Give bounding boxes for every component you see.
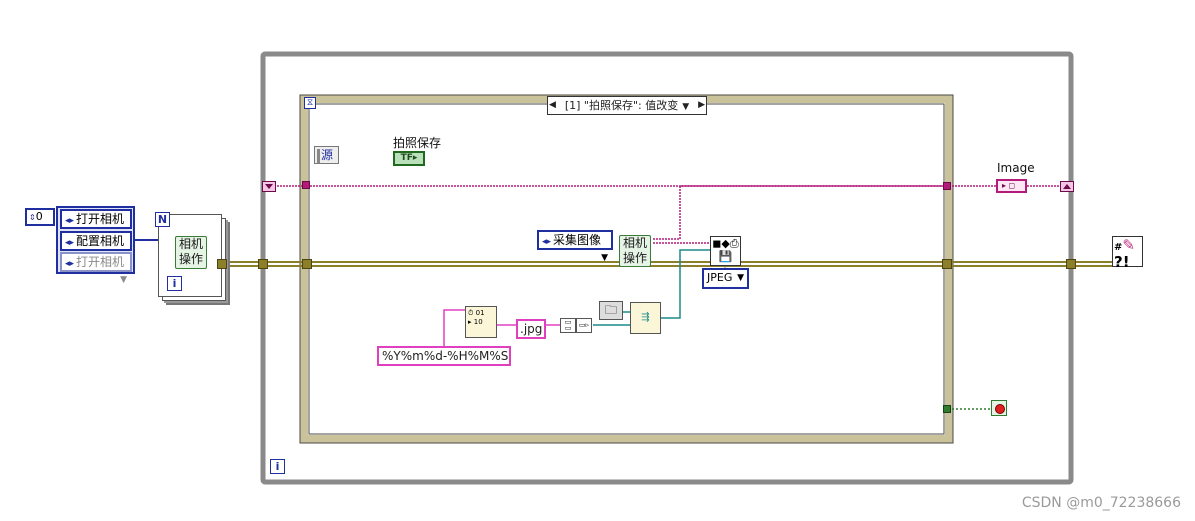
camera-operation-subvi-1[interactable]: 相机 操作 — [175, 236, 207, 269]
string-to-path-node[interactable]: ▭▹ — [576, 318, 592, 333]
default-directory-constant[interactable]: 🗀 — [599, 301, 623, 320]
eraser-icon: ✎ — [1122, 236, 1135, 254]
enum-item-configure-camera[interactable]: ◂▸配置相机▼ — [60, 231, 132, 264]
image-to-file-icon: ◼◆⎙ — [712, 237, 739, 250]
boolean-control-terminal[interactable]: TF▸ — [393, 151, 425, 166]
watermark: CSDN @m0_72238666 — [1021, 495, 1181, 511]
cluster-tunnel-while-out — [1066, 259, 1076, 269]
event-data-node: 源 — [314, 146, 339, 164]
floppy-disk-icon: 💾 — [718, 250, 733, 263]
cluster-tunnel-for-out — [217, 259, 227, 269]
boolean-tunnel-event-out — [943, 405, 951, 413]
capture-image-enum[interactable]: ◂▸采集图像▼ — [537, 230, 613, 263]
camera-operation-subvi-2[interactable]: 相机 操作 — [619, 235, 651, 267]
format-datetime-node[interactable]: ⏱ 01▸ 10 — [465, 306, 497, 338]
clock-icon: ⏱ 01▸ 10 — [468, 309, 485, 326]
event-case-selector[interactable]: ◀[1] "拍照保存": 值改变▼▶ — [547, 96, 707, 115]
image-indicator-terminal[interactable]: ▸ ◻ — [996, 179, 1027, 193]
format-string-constant[interactable]: %Y%m%d-%H%M%S — [377, 346, 511, 366]
stop-terminal[interactable] — [991, 400, 1007, 416]
image-wire — [274, 185, 1065, 244]
image-tunnel-event-in — [302, 181, 310, 189]
shift-register-left — [262, 181, 276, 192]
while-loop-index-terminal: i — [270, 459, 285, 474]
simple-error-handler-vi[interactable]: #✎?! — [1112, 236, 1143, 270]
for-loop-count-terminal: N — [155, 212, 170, 227]
stop-icon — [995, 404, 1005, 414]
build-path-node[interactable]: ⇶ — [630, 302, 661, 334]
cluster-tunnel-event-out — [942, 259, 952, 269]
boolean-control-label: 拍照保存 — [393, 136, 442, 150]
image-tunnel-event-out — [943, 182, 951, 190]
cluster-tunnel-while-in — [258, 259, 268, 269]
save-image-vi[interactable]: ◼◆⎙ 💾 — [710, 236, 741, 266]
for-loop-index-terminal: i — [167, 276, 182, 291]
timeout-terminal: ⧖ — [304, 97, 316, 109]
concatenate-strings-node[interactable]: ▭▭ — [560, 318, 576, 333]
image-indicator-label: Image — [997, 161, 1035, 175]
image-format-enum[interactable]: JPEG▼ — [702, 268, 749, 289]
shift-register-right — [1060, 181, 1074, 192]
folder-icon: 🗀 — [604, 303, 617, 317]
cluster-tunnel-event-in — [302, 259, 312, 269]
enum-item-open-camera[interactable]: ◂▸打开相机▼ — [60, 209, 132, 242]
cluster-wire — [207, 261, 1113, 267]
enum-item-open-camera-disabled[interactable]: ◂▸打开相机▼ — [60, 252, 132, 285]
numeric-constant[interactable]: ⇕0 — [25, 208, 55, 226]
extension-string-constant[interactable]: .jpg — [516, 319, 546, 339]
string-wire — [443, 309, 561, 352]
